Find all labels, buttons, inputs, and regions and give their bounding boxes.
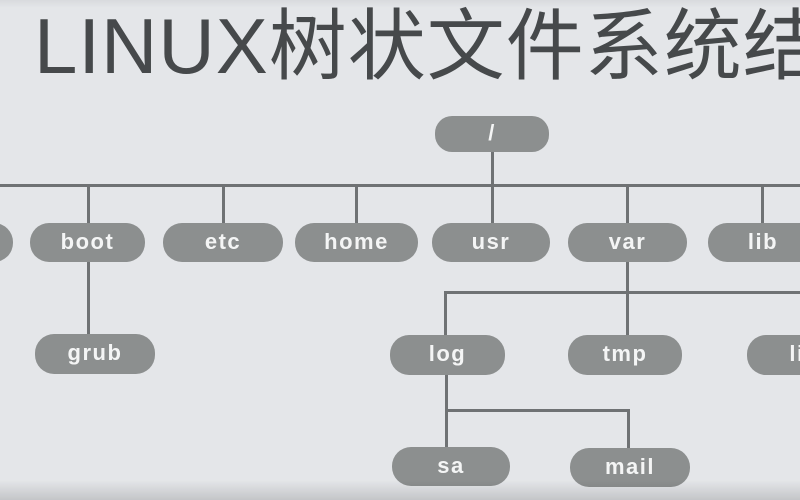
tree-node-lib-label: lib: [747, 228, 779, 254]
tree-node-var-label: var: [608, 228, 647, 254]
tree-node-var: var: [568, 223, 687, 262]
connector-drop-lib: [761, 186, 764, 225]
connector-drop-etc: [222, 186, 225, 225]
tree-node-usr: usr: [432, 223, 550, 262]
tree-node-sa: sa: [392, 447, 510, 486]
tree-node-tmp: tmp: [568, 335, 682, 375]
connector-drop-sa: [445, 411, 448, 448]
connector-var-drop: [626, 260, 629, 293]
tree-node-log: log: [390, 335, 505, 375]
tree-node-boot-label: boot: [60, 228, 115, 254]
tree-node-mail-label: mail: [604, 453, 656, 479]
tree-node-lib: lib: [708, 223, 800, 262]
tree-node-etc-label: etc: [204, 228, 242, 254]
slide-title: LINUX树状文件系统结构: [34, 2, 800, 90]
connector-root-drop: [491, 150, 494, 188]
tree-node-var-lib: lib: [747, 335, 800, 375]
tree-node-clipped-left: [0, 223, 13, 262]
connector-drop-home: [355, 186, 358, 225]
connector-drop-boot: [87, 186, 90, 225]
tree-node-usr-label: usr: [471, 228, 511, 254]
tree-node-boot: boot: [30, 223, 145, 262]
tree-node-root: /: [435, 116, 549, 152]
tree-node-etc: etc: [163, 223, 283, 262]
tree-node-mail: mail: [570, 448, 690, 487]
tree-node-sa-label: sa: [437, 452, 465, 478]
connector-log-drop: [445, 375, 448, 411]
tree-node-home-label: home: [324, 228, 389, 254]
connector-drop-tmp: [626, 293, 629, 337]
tree-node-log-label: log: [428, 341, 467, 366]
connector-level1-bus: [0, 184, 800, 187]
tree-node-tmp-label: tmp: [602, 341, 648, 366]
tree-node-root-label: /: [488, 120, 496, 145]
connector-drop-mail: [627, 411, 630, 448]
tree-node-var-lib-label: lib: [789, 341, 800, 366]
connector-drop-var: [626, 186, 629, 225]
connector-var-bus: [444, 291, 800, 294]
connector-log-bus: [445, 409, 630, 412]
tree-node-grub: grub: [35, 334, 155, 374]
tree-node-grub-label: grub: [67, 340, 123, 365]
connector-drop-log: [444, 293, 447, 337]
connector-boot-grub: [87, 260, 90, 336]
connector-drop-usr: [491, 186, 494, 225]
tree-node-home: home: [295, 223, 418, 262]
